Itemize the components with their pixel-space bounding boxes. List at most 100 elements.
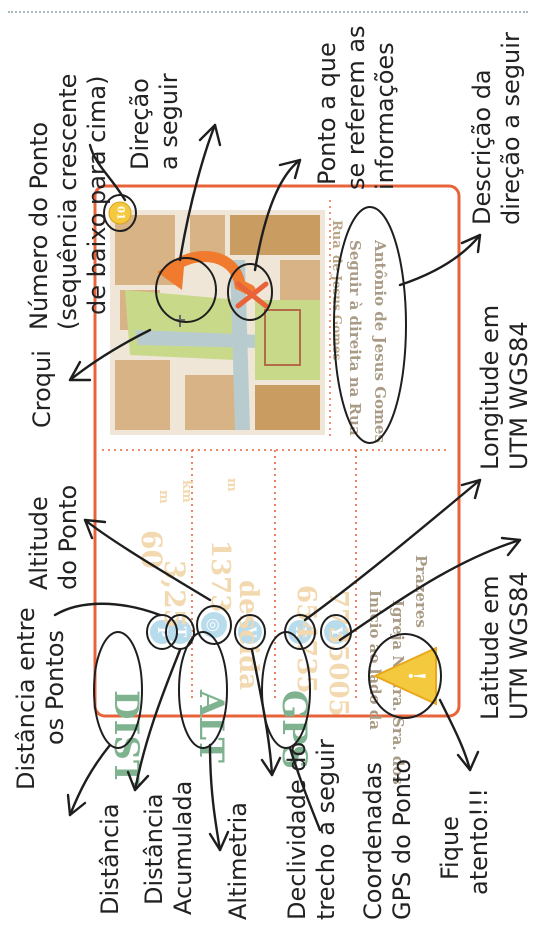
label-numero-line2: (sequência crescente — [54, 74, 82, 330]
label-dist-acum-line1: Distância — [140, 793, 168, 905]
circle-altitude-icon — [196, 605, 232, 645]
direction-arrowhead-icon — [157, 255, 185, 290]
dist-t-unit: km — [179, 480, 194, 503]
note-line2: Igreja N.S.ra. Sra. dos — [389, 600, 407, 785]
y-label: Y — [328, 626, 344, 638]
gps-x-value: 654735 — [291, 585, 321, 694]
label-altimetria: Altimetria — [224, 802, 252, 920]
arrow-accumulated — [133, 648, 182, 792]
arrow-latitude — [338, 538, 522, 642]
t-label: T — [172, 627, 188, 638]
map-block — [115, 360, 170, 430]
map-street — [135, 330, 262, 348]
arrow-direction — [178, 123, 217, 262]
label-ponto-line1: Ponto a que — [313, 42, 341, 185]
label-numero-line3: de baixo para cima) — [83, 76, 111, 315]
circle-dist — [93, 631, 143, 749]
arrow-point-head — [278, 158, 302, 180]
label-latitude-line2: UTM WGS84 — [505, 571, 533, 720]
map-block — [255, 385, 320, 430]
label-latitude-line1: Latitude em — [476, 575, 504, 720]
v-label: V — [242, 626, 258, 639]
arrow-point — [253, 158, 302, 272]
label-altitude-line1: Altitude — [25, 496, 53, 590]
dist-p-value: 60 — [135, 530, 168, 569]
warning-symbol: ! — [403, 671, 429, 681]
arrow-coordinates — [288, 746, 322, 832]
direction-description-line1: Seguir à direita na Rua — [346, 240, 364, 436]
label-descricao-line1: Descrição da — [468, 69, 496, 225]
label-declividade-line1: Declividade do — [283, 742, 311, 920]
warning-triangle-icon — [372, 646, 437, 706]
t-circle — [168, 620, 192, 644]
label-dist-acum-line2: Acumulada — [169, 781, 197, 915]
label-ponto-line3: informações — [371, 42, 399, 190]
arrow-attention-head — [456, 750, 480, 772]
arrow-description — [398, 233, 482, 287]
label-ponto-line2: se referem as — [342, 25, 370, 190]
annotation-labels: Número do Ponto (sequência crescente de … — [12, 25, 533, 920]
arrow-accumulated-head — [126, 770, 150, 792]
arrow-direction-head — [198, 123, 222, 147]
label-coordenadas-line2: GPS do Ponto — [388, 759, 416, 920]
label-longitude-line1: Longitude em — [476, 305, 504, 470]
label-direcao-line2: a seguir — [155, 73, 183, 170]
label-distancia: Distância — [96, 803, 124, 915]
annotation-circles — [93, 194, 442, 749]
label-dist-entre-line2: os Pontos — [41, 630, 69, 745]
map-green-area — [255, 300, 320, 380]
map-green-area — [125, 290, 240, 360]
x-label: X — [292, 627, 308, 638]
label-altitude-line2: do Ponto — [54, 485, 82, 590]
slope-value: descida — [233, 580, 263, 690]
altitude-value: 1373 — [205, 540, 235, 612]
arrow-slope-head — [260, 756, 282, 777]
arrow-altimetry — [208, 743, 222, 852]
label-descricao-line2: direção a seguir — [497, 32, 525, 225]
p-circle — [150, 620, 174, 644]
label-declividade-line2: trecho a seguir — [312, 739, 340, 920]
circle-p — [146, 614, 178, 650]
arrow-altitude — [83, 518, 212, 602]
annotation-arrows — [53, 123, 522, 852]
arrow-croqui-head — [68, 360, 92, 382]
arrow-altitude-head — [83, 518, 107, 540]
arrow-distance-head — [66, 793, 87, 817]
label-direcao-line1: Direção — [126, 78, 154, 170]
arrow-point-number — [88, 143, 127, 202]
arrow-description-head — [460, 233, 482, 254]
arrow-slope — [250, 648, 274, 777]
altitude-unit: m — [224, 478, 239, 492]
note-line3: Prazeres — [412, 555, 430, 628]
circle-warning — [368, 633, 442, 719]
label-longitude-line2: UTM WGS84 — [505, 321, 533, 470]
arrow-distance — [68, 743, 112, 817]
map-block — [230, 215, 320, 255]
street-label-top: Rua — [329, 220, 344, 249]
label-fique-line1: Fique — [436, 816, 464, 880]
arrow-longitude — [303, 478, 482, 622]
circle-point-number — [103, 194, 137, 232]
direction-description-line2: Antônio de Jesus Gomes — [371, 239, 389, 443]
croqui-map — [110, 210, 325, 435]
label-coordenadas-line1: Coordenadas — [359, 762, 387, 920]
label-dist-entre-line1: Distância entre — [12, 607, 40, 790]
v-circle — [238, 620, 262, 644]
arrow-attention — [438, 698, 472, 772]
x-circle — [288, 620, 312, 644]
circle-direction — [155, 257, 217, 323]
label-fique-line2: atento!!! — [465, 788, 493, 895]
arrow-latitude-head — [500, 536, 522, 557]
note-line1: Início ao lado da — [366, 590, 384, 730]
circle-alt — [178, 631, 228, 749]
arrow-croqui — [68, 328, 152, 382]
label-croqui: Croqui — [28, 350, 56, 428]
p-label: P — [154, 627, 170, 638]
altitude-target-icon: ◎ — [205, 618, 224, 632]
altitude-icon-circle — [201, 612, 227, 638]
top-dotted-divider — [8, 11, 528, 13]
arrow-longitude-head — [460, 478, 482, 500]
point-number: 01 — [115, 206, 126, 220]
circle-v — [234, 614, 266, 650]
